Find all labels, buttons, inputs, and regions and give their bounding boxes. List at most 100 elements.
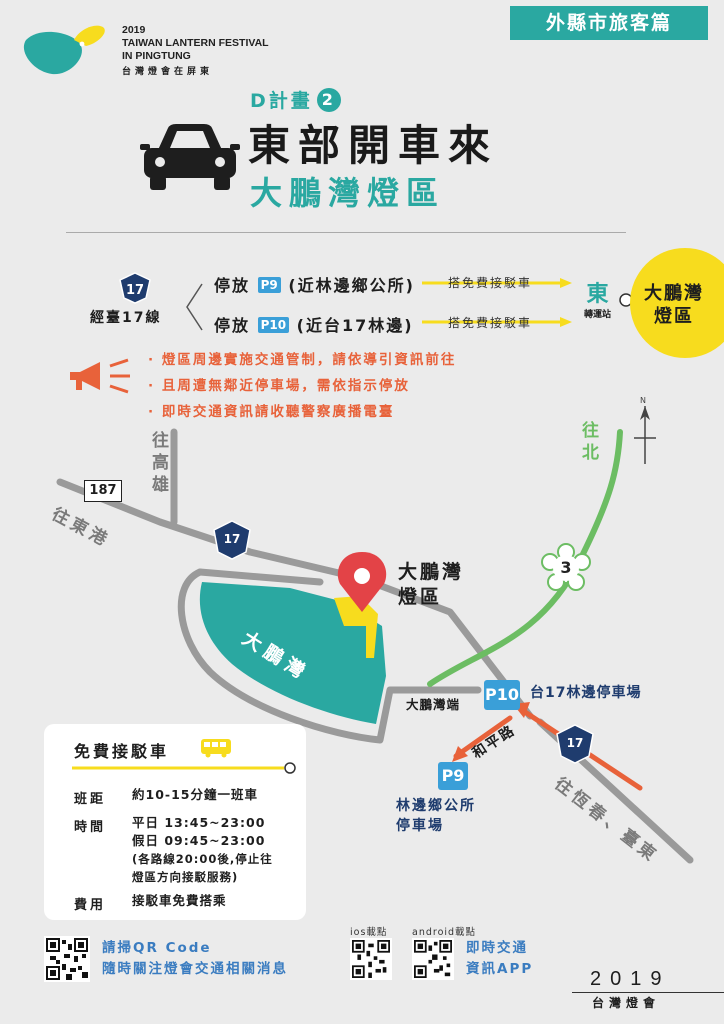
time-note-2: 燈區方向接駁服務) [132, 870, 239, 884]
to-north-label: 往 北 [582, 420, 599, 464]
destination-label: 大鵬灣 燈區 [644, 282, 704, 328]
qr-news-line-1: 請掃QR Code [102, 940, 212, 956]
to-kaohsiung-char-3: 雄 [152, 475, 169, 495]
plan-label: D計畫 2 [250, 86, 341, 113]
dapeng-end-label: 大鵬灣端 [406, 697, 461, 712]
info-val-time: 平日 13:45~23:00 假日 09:45~23:00 (各路線20:00後… [132, 814, 273, 886]
info-key-interval: 班距 [74, 792, 107, 807]
map-hwy17b-number: 17 [566, 736, 584, 750]
road-west [56, 478, 534, 720]
qr-code-android[interactable] [412, 938, 454, 980]
time-note-1: (各路線20:00後,停止往 [132, 852, 273, 866]
lagoon-area [199, 582, 386, 724]
venue-line-2: 燈區 [398, 586, 443, 608]
page-title: 東部開車來 [248, 121, 499, 170]
visitor-type-badge: 外縣市旅客篇 [510, 6, 708, 40]
app-line-1: 即時交通 [466, 940, 528, 956]
to-north-char-1: 往 [582, 421, 599, 441]
destination-line-2: 燈區 [654, 306, 694, 327]
svg-text:17: 17 [126, 283, 144, 298]
info-title-rule [72, 762, 296, 774]
qr-code-news[interactable] [44, 936, 90, 982]
footer-year-rule [572, 992, 724, 993]
info-val-interval: 約10-15分鐘一班車 [132, 787, 258, 802]
venue-area [334, 596, 378, 658]
shuttle-tag-p9: 搭免費接駁車 [448, 276, 533, 290]
map-p10-badge: P10 [484, 680, 520, 710]
qr-news-line-2: 隨時關注燈會交通相關消息 [102, 961, 288, 977]
shuttle-tag-p10: 搭免費接駁車 [448, 316, 533, 330]
logo-title-line: TAIWAN LANTERN FESTIVAL [122, 37, 269, 49]
logo-wordmark: 2019 TAIWAN LANTERN FESTIVAL IN PINGTUNG… [122, 24, 269, 78]
shuttle-info-title: 免費接駁車 [74, 742, 170, 761]
north-label: N [640, 396, 646, 405]
road-ring-top [196, 568, 324, 586]
map-hwy17-shield-b-icon [556, 724, 594, 764]
venue-line-1: 大鵬灣 [398, 561, 465, 583]
to-kaohsiung-label: 往 高 雄 [152, 430, 169, 496]
notice-2: · 且周遭無鄰近停車場，需依指示停放 [148, 378, 410, 394]
p10-lot-label: 台17林邊停車場 [530, 685, 642, 701]
info-key-time: 時間 [74, 820, 107, 835]
logo-year: 2019 [122, 24, 146, 36]
p9-lot-line-1: 林邊鄉公所 [396, 798, 476, 814]
notice-1: · 燈區周邊實施交通管制，請依導引資訊前往 [148, 352, 457, 368]
car-icon [140, 120, 240, 198]
north-arrow-icon [634, 406, 656, 464]
map-hwy17-shield-icon [213, 520, 251, 560]
logo-chinese: 台灣燈會在屏東 [122, 66, 214, 76]
route-row-p9: 停放 P9 (近林邊鄉公所) [214, 272, 415, 296]
notice-3: · 即時交通資訊請收聽警察廣播電臺 [148, 404, 395, 420]
hwy3-number: 3 [560, 558, 572, 577]
p9-lot-label: 林邊鄉公所 停車場 [396, 796, 476, 836]
p9-lot-line-2: 停車場 [396, 818, 444, 834]
time-weekday: 平日 13:45~23:00 [132, 815, 266, 830]
station-label: 轉運站 [584, 310, 612, 320]
route-prefix: 停放 [214, 316, 251, 335]
station-char: 東 [586, 282, 609, 307]
megaphone-icon [66, 352, 138, 402]
plan-number: 2 [316, 87, 341, 112]
parking-p9-badge: P9 [257, 277, 281, 293]
qr-news-caption: 請掃QR Code 隨時關注燈會交通相關消息 [102, 938, 288, 980]
to-kaohsiung-char-2: 高 [152, 453, 169, 473]
festival-logo [22, 18, 108, 82]
ios-download-label: ios載點 [350, 927, 388, 938]
lantern-logo-icon [23, 25, 105, 75]
venue-pin-icon [337, 552, 387, 612]
arrow-to-p9 [452, 746, 468, 762]
highway-17-shield-icon: 17 [118, 272, 152, 308]
destination-line-1: 大鵬灣 [644, 283, 704, 304]
info-val-fee: 接駁車免費搭乘 [132, 893, 227, 908]
page-subtitle: 大鵬灣燈區 [250, 174, 446, 212]
lagoon-ring-road [177, 568, 482, 744]
qr-code-ios[interactable] [350, 938, 392, 980]
footer-year: 2019 [590, 968, 671, 990]
to-kaohsiung-char-1: 往 [152, 431, 169, 451]
logo-subtitle-line: IN PINGTUNG [122, 50, 191, 62]
route-row-p10: 停放 P10 (近台17林邊) [214, 312, 414, 336]
plan-label-text: D計畫 [250, 90, 313, 112]
route-detail: (近林邊鄉公所) [288, 276, 415, 295]
to-north-char-2: 北 [582, 443, 599, 463]
footer-event: 台灣燈會 [592, 996, 661, 1010]
title-divider [66, 232, 626, 233]
road-187-sign: 187 [84, 480, 122, 502]
shuttle-info-card: 免費接駁車 班距 約10-15分鐘一班車 時間 平日 13:45~23:00 假… [44, 724, 306, 920]
route-detail: (近台17林邊) [296, 316, 414, 335]
destination-circle [630, 248, 724, 358]
app-caption: 即時交通 資訊APP [466, 938, 533, 980]
route-branch-bracket [186, 283, 203, 331]
map-hwy17-number: 17 [223, 532, 241, 546]
android-download-label: android載點 [412, 927, 477, 938]
highway-label: 經臺17線 [90, 310, 162, 326]
bus-icon [200, 738, 232, 762]
venue-label: 大鵬灣 燈區 [398, 560, 464, 610]
info-key-fee: 費用 [74, 898, 107, 913]
parking-p10-badge: P10 [257, 317, 290, 333]
route-map [56, 406, 694, 864]
app-line-2: 資訊APP [466, 961, 534, 977]
time-holiday: 假日 09:45~23:00 [132, 833, 266, 848]
road-hwy3 [427, 429, 623, 687]
route-prefix: 停放 [214, 276, 251, 295]
